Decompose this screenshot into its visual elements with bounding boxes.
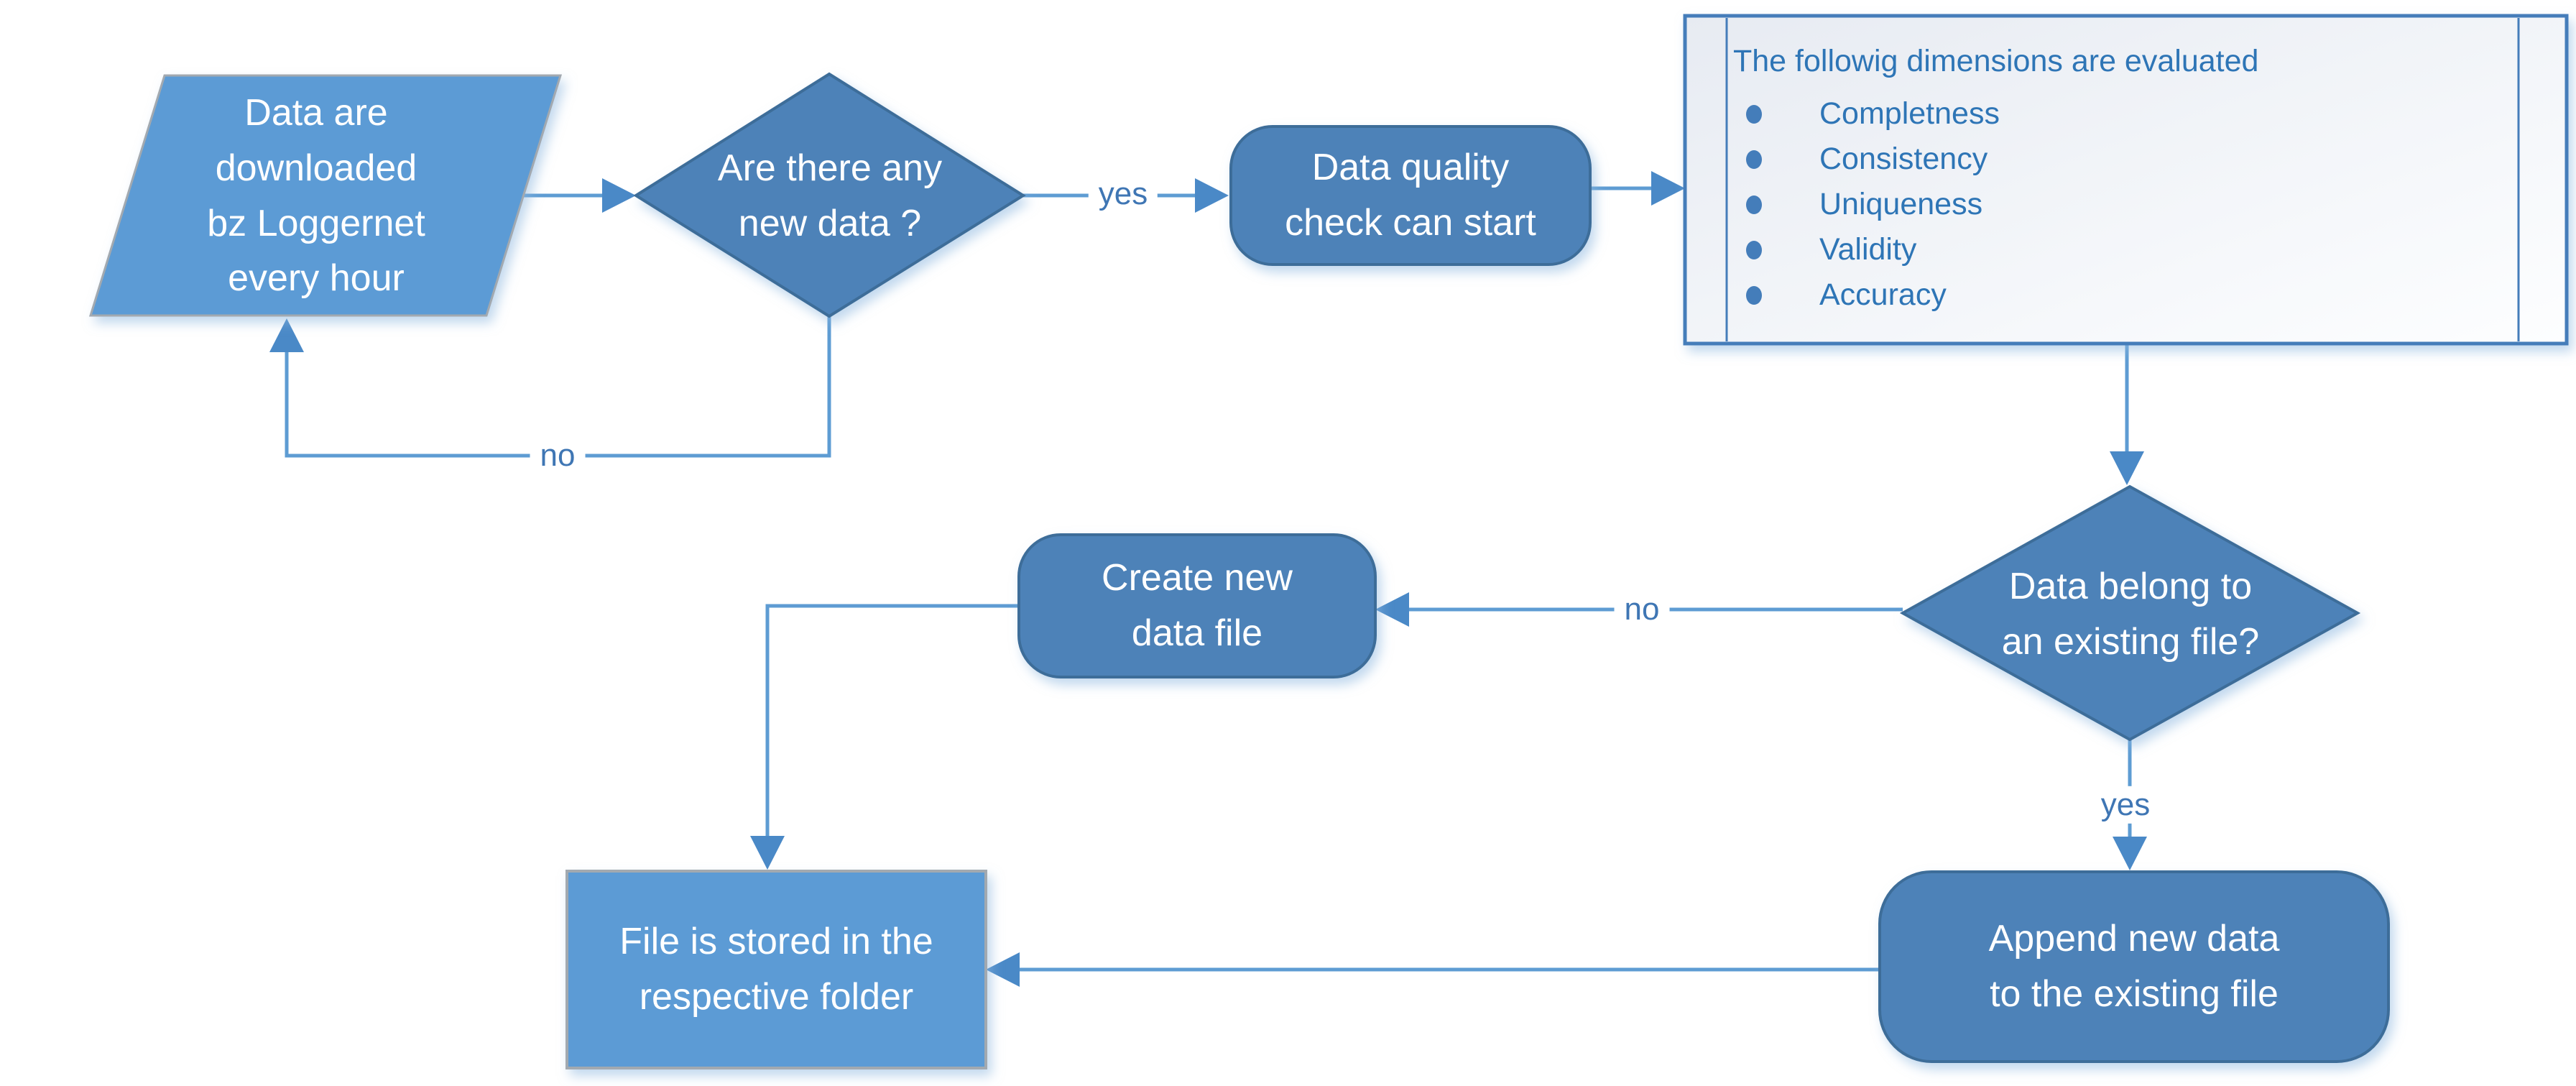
- append-data-node: [1878, 870, 2390, 1063]
- edge-qualitycheck-to-box: [1590, 171, 1685, 206]
- dimensions-box-content: The followig dimensions are evaluated Co…: [1733, 40, 2509, 318]
- list-item: Completness: [1733, 91, 2509, 137]
- existing-file-decision-diamond: [1899, 484, 2361, 742]
- dimension-item-label: Uniqueness: [1819, 187, 1983, 221]
- bullet-icon: [1746, 149, 1762, 169]
- download-parallelogram: [88, 74, 563, 317]
- list-item: Accuracy: [1733, 272, 2509, 318]
- dimension-item-label: Validity: [1819, 232, 1917, 267]
- edge-createfile-to-storefile: [750, 604, 1019, 870]
- arrowhead-icon: [602, 178, 636, 213]
- dimensions-list: Completness Consistency Uniqueness Valid…: [1733, 91, 2509, 318]
- quality-check-node: [1229, 125, 1592, 266]
- arrowhead-icon: [750, 836, 785, 870]
- dimensions-box: [1683, 14, 2569, 346]
- dimensions-box-title: The followig dimensions are evaluated: [1733, 44, 2259, 78]
- edge-decision2-no: [1375, 592, 1903, 627]
- list-item: Consistency: [1733, 137, 2509, 182]
- edge-download-to-decision1: [523, 178, 636, 213]
- bullet-icon: [1746, 240, 1762, 259]
- bullet-icon: [1746, 195, 1762, 214]
- store-file-node: [565, 870, 987, 1069]
- arrowhead-icon: [2110, 451, 2144, 485]
- arrowhead-icon: [2113, 837, 2147, 870]
- create-file-node: [1017, 533, 1377, 678]
- new-data-decision-diamond: [633, 72, 1026, 318]
- list-item: Validity: [1733, 227, 2509, 272]
- edge-decision1-yes: [1023, 178, 1229, 213]
- edge-decision2-yes: [2113, 740, 2147, 870]
- edge-decision1-no-loop: [269, 316, 831, 458]
- arrowhead-icon: [986, 952, 1020, 987]
- edge-append-to-storefile: [986, 952, 1880, 987]
- edge-box-to-decision2: [2110, 344, 2144, 485]
- arrowhead-icon: [1375, 592, 1409, 627]
- dimension-item-label: Consistency: [1819, 142, 1988, 176]
- arrowhead-icon: [269, 318, 304, 352]
- dimension-item-label: Completness: [1819, 96, 2000, 131]
- bullet-icon: [1746, 285, 1762, 305]
- list-item: Uniqueness: [1733, 182, 2509, 227]
- arrowhead-icon: [1651, 171, 1685, 206]
- bullet-icon: [1746, 104, 1762, 124]
- dimension-item-label: Accuracy: [1819, 277, 1947, 312]
- arrowhead-icon: [1195, 178, 1229, 213]
